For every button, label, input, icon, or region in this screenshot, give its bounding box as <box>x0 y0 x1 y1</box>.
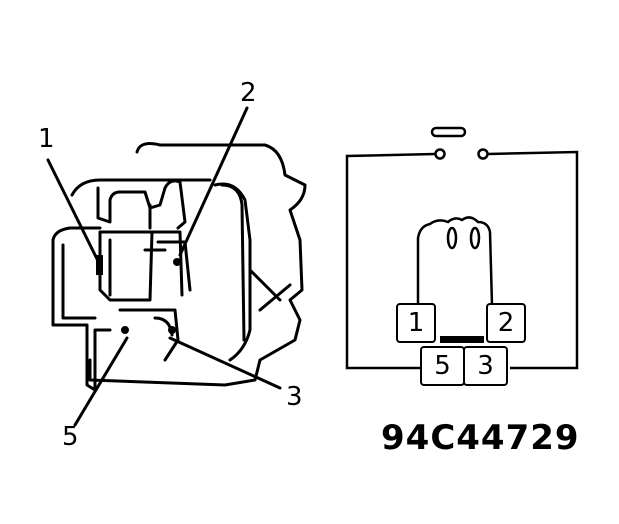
schematic-pin-5: 5 <box>420 346 465 386</box>
callout-label-1: 1 <box>38 124 55 154</box>
figure-code: 94C44729 <box>381 418 580 458</box>
pin-label-1: 1 <box>407 308 425 338</box>
pin-label-3: 3 <box>477 351 494 381</box>
switch-bar <box>430 126 467 138</box>
schematic-pin-1: 1 <box>396 303 436 343</box>
switch-contact-right <box>477 148 489 160</box>
coil <box>416 216 494 306</box>
pin-label-5: 5 <box>434 351 451 381</box>
callout-label-2: 2 <box>240 78 257 108</box>
switch-contact-left <box>434 148 446 160</box>
pin-label-2: 2 <box>497 308 515 338</box>
callout-label-3: 3 <box>286 382 303 412</box>
schematic-pin-2: 2 <box>486 303 526 343</box>
schematic-pin-3: 3 <box>463 346 508 386</box>
callout-label-5: 5 <box>62 422 79 452</box>
